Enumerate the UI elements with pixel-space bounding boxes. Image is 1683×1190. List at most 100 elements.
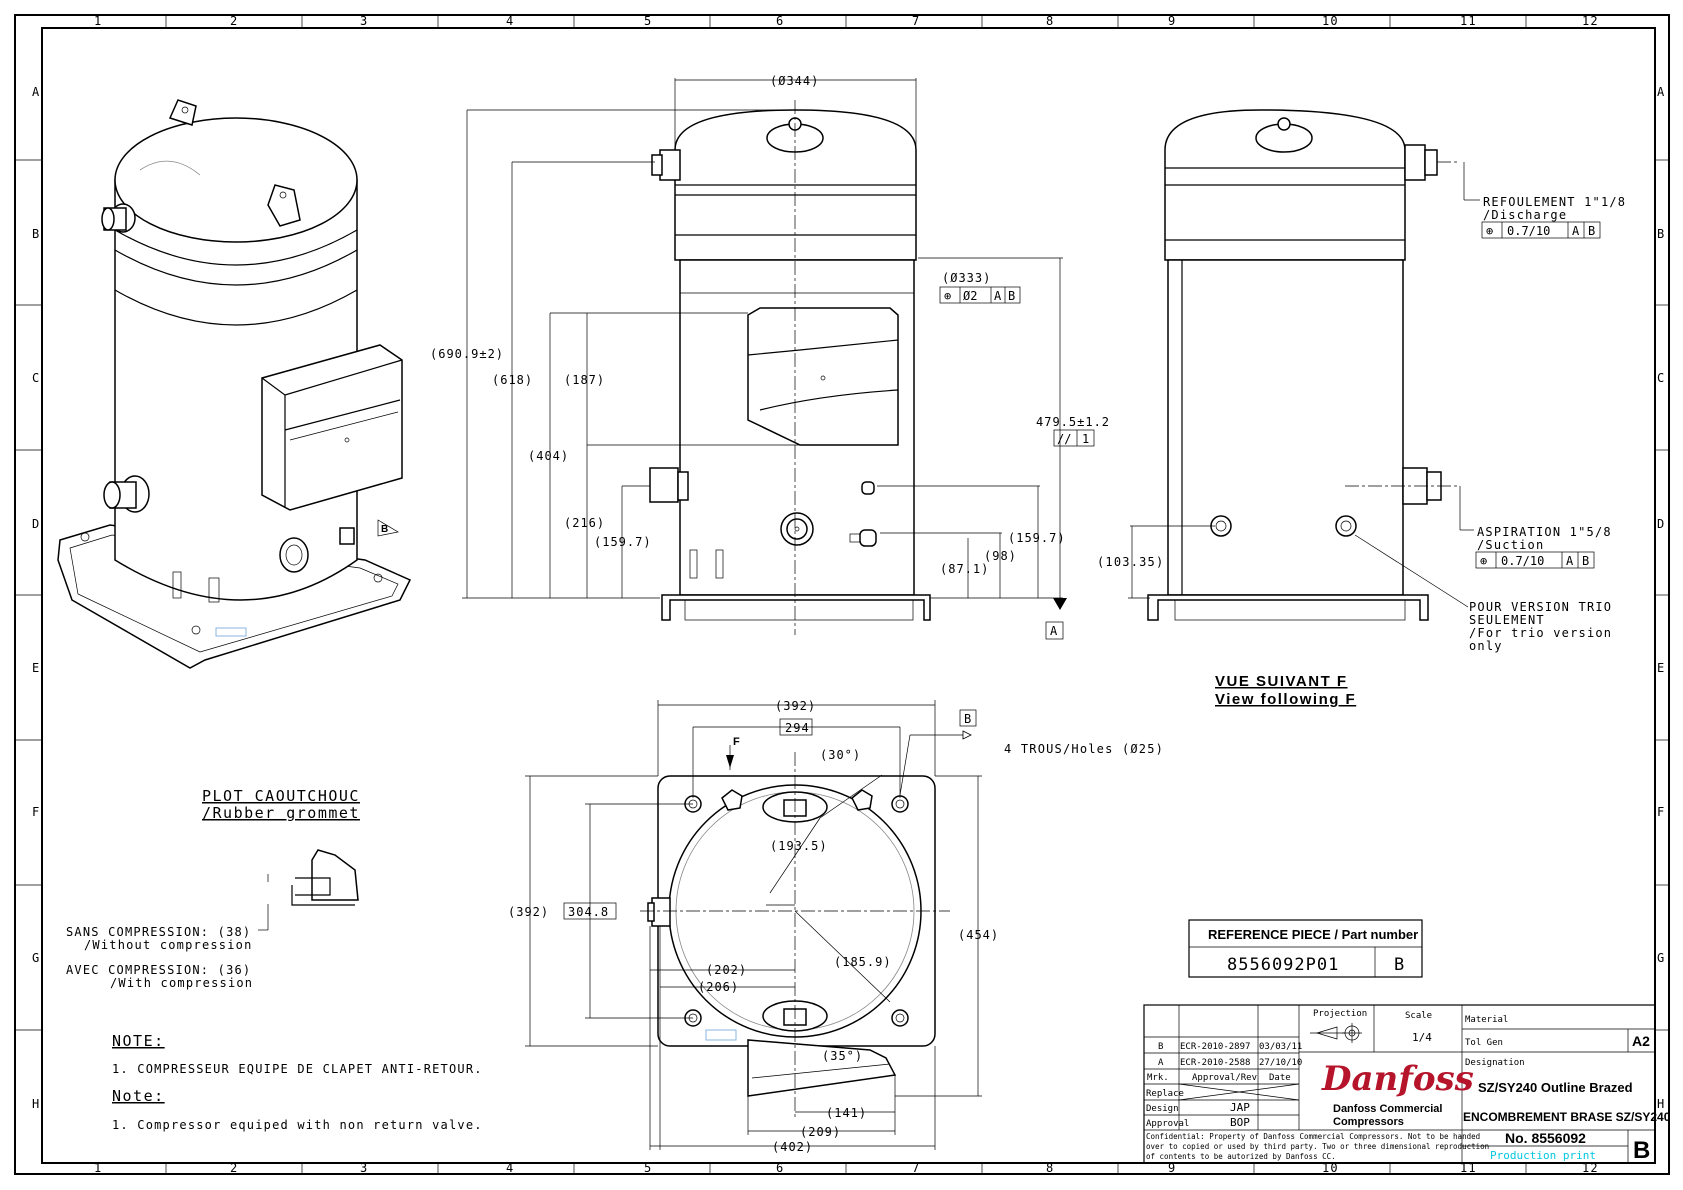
- reference-piece-box: REFERENCE PIECE / Part number 8556092P01…: [1188, 919, 1423, 978]
- dim-height-618: (618): [492, 373, 533, 387]
- dim-width-392: (392): [775, 699, 816, 713]
- row-label: B: [32, 227, 40, 241]
- dim-height-216: (216): [564, 516, 605, 530]
- col-label: 4: [506, 14, 514, 28]
- iso-marker-b: B: [381, 524, 388, 535]
- material-label: Material: [1465, 1015, 1508, 1025]
- row-label: E: [32, 661, 40, 675]
- designation-line-2: ENCOMBREMENT BRASE SZ/SY240: [1463, 1110, 1671, 1124]
- tol-symbol: ⊕: [1486, 224, 1493, 238]
- row-label: G: [32, 951, 40, 965]
- suction-sub: /Suction: [1477, 538, 1544, 552]
- replace-label: Replace: [1146, 1089, 1184, 1099]
- dim-206: (206): [698, 980, 739, 994]
- row-label: F: [32, 805, 40, 819]
- row-label: D: [32, 517, 40, 531]
- design-label: Design: [1146, 1104, 1179, 1114]
- drawing-number: No. 8556092: [1505, 1130, 1586, 1146]
- tol-datum: A: [1566, 554, 1574, 568]
- design-by: JAP: [1230, 1101, 1250, 1114]
- tol-datum: B: [1582, 554, 1589, 568]
- col-label: 6: [776, 1161, 784, 1175]
- col-label: 8: [1046, 14, 1054, 28]
- projection-symbol: [1310, 1023, 1362, 1043]
- dim-dia-333: (Ø333): [942, 271, 991, 285]
- title-block: B ECR-2010-2897 03/03/11 A ECR-2010-2588…: [1143, 1004, 1671, 1164]
- dim-angle-35: (35°): [822, 1049, 863, 1063]
- approval-by: BOP: [1230, 1116, 1250, 1129]
- grommet-avec-en: /With compression: [110, 976, 253, 990]
- dim-454: (454): [958, 928, 999, 942]
- col-label: 2: [230, 14, 238, 28]
- col-label: 5: [644, 14, 652, 28]
- dim-294: 294: [785, 721, 810, 735]
- col-label: 12: [1582, 1161, 1599, 1175]
- col-label: 3: [360, 14, 368, 28]
- dim-202: (202): [706, 963, 747, 977]
- tol-datum: A: [1572, 224, 1580, 238]
- row-label: A: [32, 85, 40, 99]
- dim-dia-344: (Ø344): [770, 74, 819, 88]
- view-subtitle: View following F: [1215, 691, 1356, 708]
- datum-b-label: B: [964, 712, 971, 726]
- rubber-grommet-section: PLOT CAOUTCHOUC /Rubber grommet SANS COM…: [66, 787, 360, 990]
- designation-line-1: SZ/SY240 Outline Brazed: [1478, 1080, 1633, 1095]
- parallel-tolerance-frame: // 1: [1053, 429, 1095, 447]
- dim-height-98: (98): [984, 549, 1017, 563]
- col-label: 9: [1168, 14, 1176, 28]
- col-label: 5: [644, 1161, 652, 1175]
- parallel-value: 1: [1082, 432, 1089, 446]
- discharge-sub: /Discharge: [1483, 208, 1567, 222]
- rev-row-b: B: [1158, 1042, 1163, 1052]
- dim-height-392: (392): [508, 905, 549, 919]
- dim-185: (185.9): [834, 955, 892, 969]
- confidential-2: over to copied or used by third party. T…: [1146, 1142, 1489, 1151]
- dim-193: (193.5): [770, 839, 828, 853]
- position-tolerance-frame: ⊕ Ø2 A B: [939, 286, 1021, 304]
- side-view: REFOULEMENT 1"1/8 /Discharge ASPIRATION …: [1097, 109, 1625, 708]
- hdr-approval: Approval/Rev: [1192, 1073, 1257, 1083]
- note-text-en: 1. Compressor equiped with non return va…: [112, 1118, 483, 1132]
- note-title-fr: NOTE:: [112, 1032, 165, 1050]
- row-label: D: [1657, 517, 1665, 531]
- suction-tolerance-frame: ⊕ 0.7/10 A B: [1475, 551, 1595, 569]
- dim-height-103: (103.35): [1097, 555, 1164, 569]
- sheet-border: 1 2 3 4 5 6 7 8 9 10 11 12 1 2 3 4 5 6 7…: [14, 14, 1670, 1175]
- col-label: 9: [1168, 1161, 1176, 1175]
- designation-label: Designation: [1465, 1058, 1525, 1068]
- front-view: (Ø344) (Ø333) (690.9±2) (618) (187) (404…: [430, 74, 1110, 640]
- rev-row-a-date: 27/10/10: [1259, 1058, 1302, 1068]
- note-text-fr: 1. COMPRESSEUR EQUIPE DE CLAPET ANTI-RET…: [112, 1062, 483, 1076]
- dim-height-187: (187): [564, 373, 605, 387]
- scale-label: Scale: [1405, 1011, 1432, 1021]
- dim-height-479: 479.5±1.2: [1036, 415, 1110, 429]
- isometric-view: B: [57, 99, 412, 669]
- col-label: 12: [1582, 14, 1599, 28]
- tolgen-label: Tol Gen: [1465, 1038, 1503, 1048]
- bottom-view: B F (392) 294 (30°) (193.5) (392) 304.8 …: [508, 699, 1163, 1154]
- grommet-avec: AVEC COMPRESSION: (36): [66, 963, 251, 977]
- col-label: 10: [1322, 1161, 1339, 1175]
- dim-height-690: (690.9±2): [430, 347, 504, 361]
- company-name-1: Danfoss Commercial: [1333, 1103, 1442, 1115]
- col-label: 7: [912, 14, 920, 28]
- revision-letter: B: [1633, 1137, 1650, 1164]
- dim-304: 304.8: [568, 905, 609, 919]
- col-label: 1: [94, 14, 102, 28]
- row-label: B: [1657, 227, 1665, 241]
- dim-height-159-left: (159.7): [594, 535, 652, 549]
- col-label: 11: [1460, 1161, 1477, 1175]
- dim-height-159-right: (159.7): [1008, 531, 1066, 545]
- discharge-tolerance-frame: ⊕ 0.7/10 A B: [1481, 221, 1601, 239]
- grommet-sans: SANS COMPRESSION: (38): [66, 925, 251, 939]
- row-label: H: [1657, 1097, 1665, 1111]
- col-label: 4: [506, 1161, 514, 1175]
- company-name-2: Compressors: [1333, 1116, 1404, 1128]
- tol-datum: B: [1008, 289, 1015, 303]
- view-title: VUE SUIVANT F: [1215, 673, 1348, 690]
- row-label: C: [1657, 371, 1665, 385]
- grommet-title: PLOT CAOUTCHOUC: [202, 787, 360, 805]
- confidential-3: of contents to be autorized by Danfoss C…: [1146, 1152, 1336, 1161]
- rev-row-a-ecr: ECR-2010-2588: [1180, 1058, 1250, 1068]
